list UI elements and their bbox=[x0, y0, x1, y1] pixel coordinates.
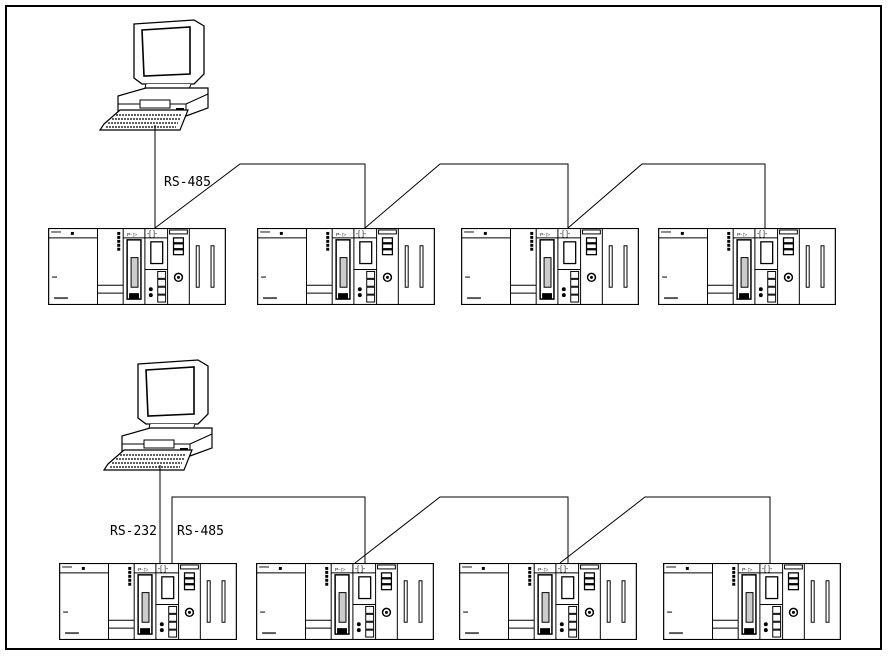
rs485-wire-1 bbox=[154, 163, 366, 229]
plc-top-2 bbox=[256, 228, 436, 305]
diagram-frame bbox=[5, 5, 882, 650]
plc-top-4 bbox=[657, 228, 837, 305]
computer-top bbox=[99, 19, 209, 131]
plc-bottom-1 bbox=[58, 563, 238, 640]
plc-top-3 bbox=[460, 228, 640, 305]
plc-top-1 bbox=[47, 228, 227, 305]
rs485-wire-b3 bbox=[559, 496, 771, 564]
rs485-label-bottom: RS-485 bbox=[177, 524, 224, 539]
rs485-wire-2 bbox=[364, 163, 569, 229]
rs485-wire-3 bbox=[567, 163, 766, 229]
rs485-wire-b1 bbox=[171, 496, 366, 563]
bottom-network bbox=[58, 359, 842, 640]
rs485-wire-b2 bbox=[354, 496, 569, 564]
plc-bottom-3 bbox=[458, 563, 638, 640]
rs485-label-top: RS-485 bbox=[164, 175, 211, 190]
computer-bottom bbox=[103, 359, 213, 471]
top-network bbox=[47, 19, 837, 305]
rs232-label: RS-232 bbox=[110, 524, 157, 539]
plc-bottom-4 bbox=[662, 563, 842, 640]
plc-bottom-2 bbox=[255, 563, 435, 640]
